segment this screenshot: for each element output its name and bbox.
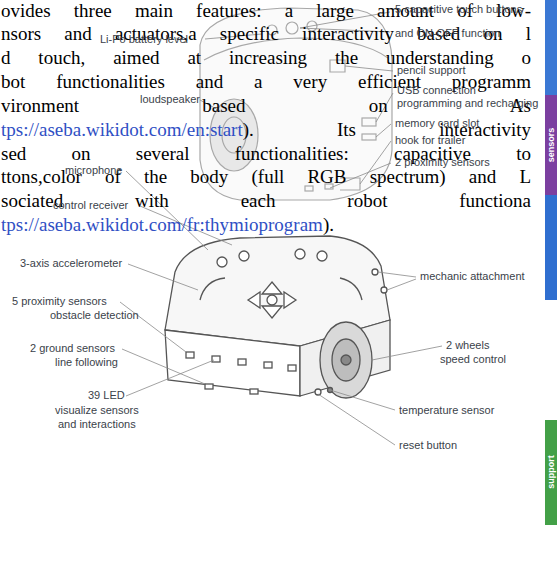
callout-label: pencil support [397,64,466,77]
callout-label: 5 proximity sensors [12,295,107,308]
callout-label: USB connection [397,84,476,97]
callout-label: 5 capacitive touch buttons [395,3,522,16]
lower-robot-part [264,362,272,368]
lower-robot-part [217,257,227,267]
lower-robot-part [372,269,378,275]
lower-robot-part [262,306,282,318]
callout-label: and interactions [58,418,136,431]
callout-label: microphone [65,164,122,177]
callout-label: loudspeaker [140,93,200,106]
callout-label: line following [55,356,118,369]
lower-robot-part [267,295,277,305]
lower-robot-part [320,322,372,398]
section-tab-label: support [546,455,556,489]
leader-line-part [126,360,214,396]
side-bar-part [545,420,557,525]
lower-robot-part [165,330,300,396]
leader-line-part [318,394,395,445]
lower-robot-part [262,282,282,294]
callout-label: hook for trailer [395,134,465,147]
body-text: ). [323,214,334,235]
callout-label: memory card slot [395,117,479,130]
leader-line-part [122,349,205,384]
callout-label: speed control [440,353,506,366]
lower-robot-part [250,389,258,394]
callout-label: 2 proximity sensors [395,156,490,169]
leader-line-part [378,272,416,277]
side-bar [545,0,557,525]
callout-label: obstacle detection [50,309,139,322]
callout-label: reset button [399,439,457,452]
callout-label: 39 LED [88,389,125,402]
leader-line-part [128,264,198,290]
callout-label: temperature sensor [399,404,494,417]
callout-label: control receiver [53,199,128,212]
url-text: tps://aseba.wikidot.com/fr:thymioprogram [1,214,323,235]
leader-line-part [330,390,395,410]
lower-robot-part [238,359,246,365]
lower-robot-part [284,292,296,308]
lower-robot-part [212,356,220,362]
callout-label: mechanic attachment [420,270,525,283]
lower-robot-part [381,287,387,293]
lower-robot-part [205,384,213,389]
leader-line-part [372,346,442,360]
lower-robot [165,236,390,398]
leader-line [120,171,442,445]
callout-label: and ON-OFF function [395,27,500,40]
lower-robot-part [341,355,351,365]
lower-robot-part [248,292,260,308]
leader-line-part [387,279,416,290]
callout-label: programming and recharging [397,97,538,110]
side-bar-part [545,95,557,195]
callout-label: 2 ground sensors [30,342,115,355]
lower-robot-part [200,278,225,300]
callout-label: visualize sensors [55,404,139,417]
paragraph-line: tps://aseba.wikidot.com/fr:thymioprogram… [1,214,531,236]
side-bar-part [545,0,557,95]
lower-robot-part [288,365,296,371]
url-text: tps://aseba.wikidot.com/en:start [1,119,243,140]
section-tab-label: sensors [546,128,556,163]
callout-label: Li-Po battery level [100,33,188,46]
callout-label: 2 wheels [446,339,489,352]
body-text: ). Its interactivity [243,119,531,140]
lower-robot-part [295,249,305,259]
lower-robot-part [186,352,194,358]
lower-robot-part [239,251,249,261]
side-bar-part [545,195,557,300]
callout-label: 3-axis accelerometer [20,257,122,270]
lower-robot-part [340,278,362,300]
lower-robot-part [317,251,327,261]
lower-robot-part [332,339,360,381]
